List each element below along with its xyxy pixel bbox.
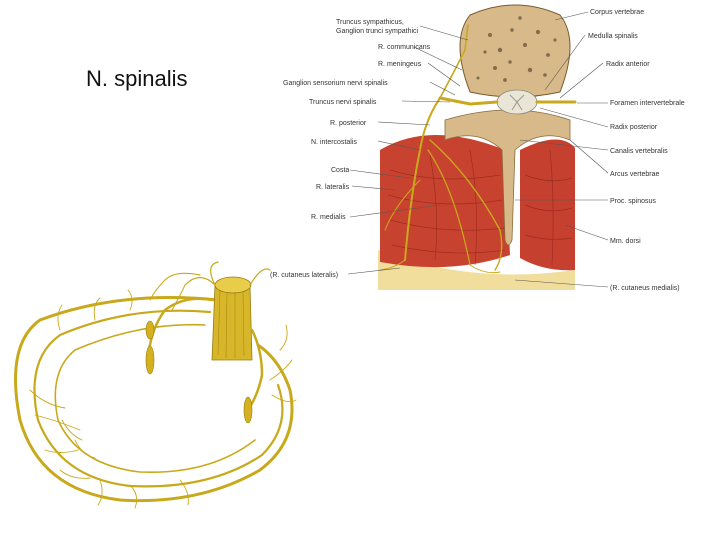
label-ganglion-trunci: Ganglion trunci sympathici <box>336 28 419 35</box>
label-r-posterior: R. posterior <box>330 120 367 127</box>
label-r-medialis: R. medialis <box>311 214 346 221</box>
label-proc-spinosus: Proc. spinosus <box>610 198 656 205</box>
label-canalis-vertebralis: Canalis vertebralis <box>610 148 668 155</box>
vertebral-body <box>459 4 571 98</box>
label-costa: Costa <box>331 167 349 174</box>
subcutaneous-fat <box>378 250 575 290</box>
labels-right: Corpus vertebrae Medulla spinalis Radix … <box>588 9 685 292</box>
page-title: N. spinalis <box>86 66 188 91</box>
label-radix-posterior: Radix posterior <box>610 124 658 131</box>
label-corpus-vertebrae: Corpus vertebrae <box>590 9 644 16</box>
label-r-cutaneus-medialis: (R. cutaneus medialis) <box>610 285 680 292</box>
label-foramen-intervertebrale: Foramen intervertebrale <box>610 100 685 107</box>
label-mm-dorsi: Mm. dorsi <box>610 238 641 245</box>
cross-section-illustration <box>378 4 577 290</box>
dorsal-muscles-right <box>520 139 575 271</box>
label-r-communicans: R. communicans <box>378 44 431 51</box>
spinal-column-3d <box>211 276 253 361</box>
label-truncus-nervi: Truncus nervi spinalis <box>309 99 377 106</box>
label-ganglion-sensorium: Ganglion sensorium nervi spinalis <box>283 80 388 87</box>
label-n-intercostalis: N. intercostalis <box>311 139 357 146</box>
label-truncus-sympathicus: Truncus sympathicus, <box>336 19 404 26</box>
labels-left: Truncus sympathicus, Ganglion trunci sym… <box>270 19 431 279</box>
dorsal-muscles-left <box>380 135 510 268</box>
label-r-lateralis: R. lateralis <box>316 184 350 191</box>
intercostal-nerve-illustration <box>14 261 297 509</box>
label-r-cutaneus-lateralis: (R. cutaneus lateralis) <box>270 272 338 279</box>
label-r-meningeus: R. meningeus <box>378 61 422 68</box>
leader-lines-left <box>347 25 469 275</box>
label-arcus-vertebrae: Arcus vertebrae <box>610 171 660 178</box>
leader-lines-right <box>514 11 609 288</box>
label-radix-anterior: Radix anterior <box>606 61 650 68</box>
label-medulla-spinalis: Medulla spinalis <box>588 33 638 40</box>
